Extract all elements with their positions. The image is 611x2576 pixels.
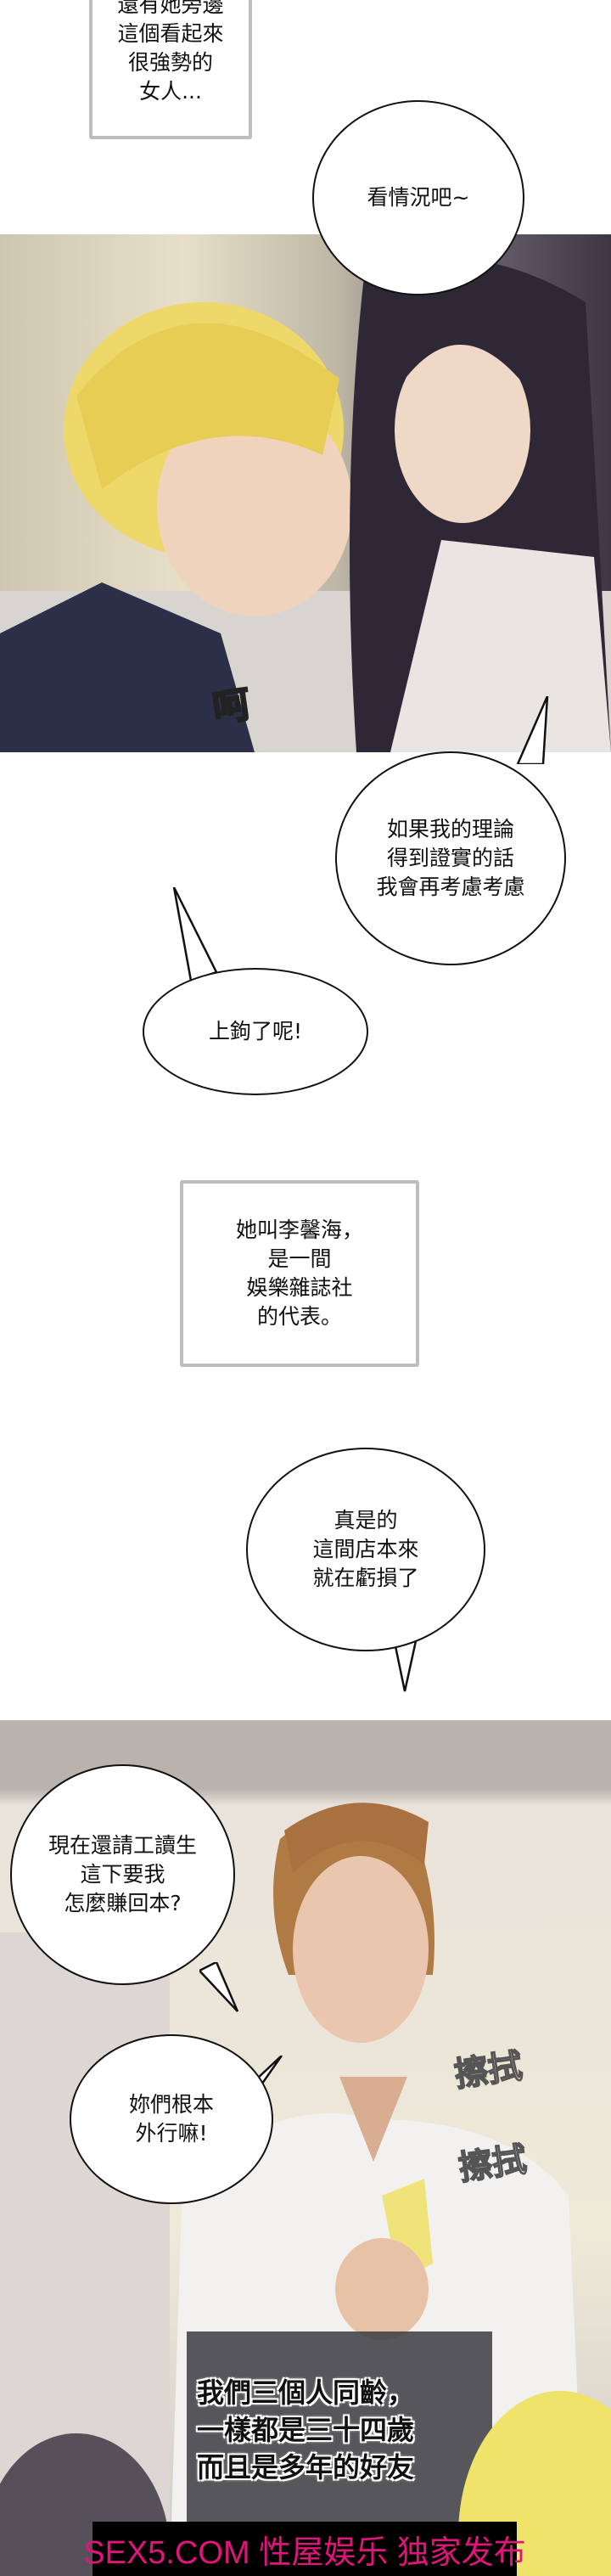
sfx-text: 呵: [209, 682, 254, 732]
bubble-tail: [199, 1962, 239, 2012]
caption-box: 還有她旁邊 這個看起來 很強勢的 女人...: [89, 0, 252, 139]
speech-bubble: 看情況吧~: [312, 100, 524, 295]
speech-bubble: 現在還請工讀生 這下要我 怎麼賺回本?: [10, 1764, 235, 1985]
caption-box: 她叫李馨海， 是一間 娛樂雜誌社 的代表。: [180, 1180, 419, 1367]
speech-bubble: 如果我的理論 得到證實的話 我會再考慮考慮: [335, 751, 566, 965]
panel-illustration: [0, 1803, 611, 2576]
caption-line: 這個看起來: [117, 21, 224, 46]
panel-manager: 現在還請工讀生 這下要我 怎麼賺回本? 妳們根本 外行嘛! 擦拭 擦拭 我們三個…: [0, 1720, 611, 2576]
caption-line: 是一間: [267, 1246, 332, 1271]
panel-couple: 呵: [0, 234, 611, 752]
bubble-text: 真是的: [334, 1508, 398, 1533]
caption-line: 很強勢的: [127, 50, 213, 75]
bubble-text: 現在還請工讀生: [48, 1833, 197, 1858]
speech-bubble: 妳們根本 外行嘛!: [70, 2034, 273, 2204]
bubble-text: 這下要我: [80, 1862, 165, 1887]
bubble-text: 我會再考慮考慮: [376, 875, 525, 899]
caption-line: 還有她旁邊: [117, 0, 224, 17]
narration-line: 一樣都是三十四歲: [196, 2414, 414, 2446]
sfx-text: 擦拭: [456, 2140, 530, 2189]
bubble-tail: [516, 696, 549, 764]
narration-line: 而且是多年的好友: [196, 2451, 414, 2483]
bubble-tail: [172, 887, 218, 981]
bubble-text: 如果我的理論: [386, 817, 514, 841]
watermark-banner: SEX5.COM 性屋娱乐 独家发布: [83, 2522, 526, 2576]
narration-caption: 我們三個人同齡， 一樣都是三十四歲 而且是多年的好友: [170, 2374, 441, 2486]
speech-bubble: 上鉤了呢!: [143, 968, 368, 1095]
speech-bubble: 真是的 這間店本來 就在虧損了: [246, 1448, 485, 1651]
bubble-text: 怎麼賺回本?: [64, 1891, 182, 1915]
bubble-text: 就在虧損了: [312, 1566, 419, 1590]
bubble-text: 外行嘛!: [135, 2121, 208, 2146]
caption-line: 女人...: [139, 79, 202, 104]
bubble-text: 看情況吧~: [367, 185, 470, 210]
caption-line: 她叫李馨海，: [235, 1218, 363, 1242]
watermark-text: SEX5.COM 性屋娱乐 独家发布: [83, 2534, 526, 2571]
panel-illustration: [0, 256, 611, 752]
bubble-text: 這間店本來: [312, 1537, 419, 1561]
bubble-text: 上鉤了呢!: [208, 1019, 303, 1043]
narration-line: 我們三個人同齡，: [196, 2376, 414, 2409]
bubble-text: 得到證實的話: [386, 846, 514, 870]
sfx-text: 擦拭: [451, 2046, 525, 2095]
caption-line: 娛樂雜誌社: [246, 1275, 353, 1300]
bubble-text: 妳們根本: [128, 2092, 214, 2117]
caption-line: 的代表。: [256, 1304, 342, 1329]
